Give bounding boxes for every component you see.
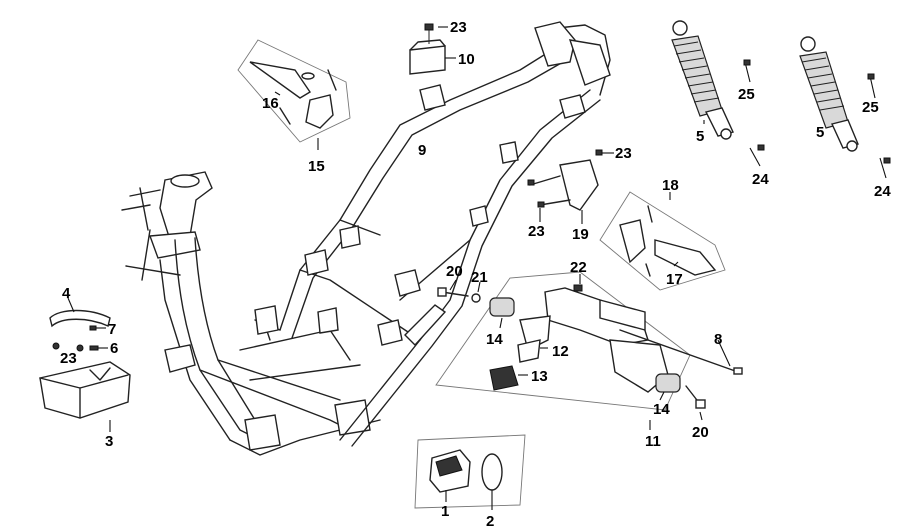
callout-24-left: 24	[752, 171, 769, 188]
bracket-part-19	[527, 149, 614, 224]
callout-10: 10	[458, 51, 475, 68]
callout-16: 16	[262, 95, 279, 112]
callout-23-top: 23	[450, 19, 467, 36]
group-1-2	[414, 434, 526, 510]
callout-7: 7	[108, 321, 116, 338]
shock-absorber-left	[671, 20, 761, 167]
group-11-engine-hanger	[435, 271, 743, 430]
battery-box-part-3	[39, 361, 131, 432]
callout-25-left: 25	[738, 86, 755, 103]
callout-14-right: 14	[653, 401, 670, 418]
bracket-part-10	[409, 23, 456, 75]
callout-8: 8	[714, 331, 722, 348]
strap-part-4	[49, 297, 111, 328]
callout-21: 21	[471, 269, 488, 286]
callout-23-right: 23	[615, 145, 632, 162]
callout-20-top: 20	[446, 263, 463, 280]
shock-bolts	[743, 59, 891, 164]
shock-absorber-right	[799, 36, 887, 179]
callout-labels: 23 10 16 15 9 5 25 24 5 25 24 23 18 23 1…	[60, 19, 891, 530]
callout-14-left: 14	[486, 331, 503, 348]
callout-9: 9	[418, 142, 426, 159]
callout-5-left: 5	[696, 128, 704, 145]
callout-18: 18	[662, 177, 679, 194]
callout-25-right: 25	[862, 99, 879, 116]
callout-15: 15	[308, 158, 325, 175]
callout-20-bottom: 20	[692, 424, 709, 441]
callout-19: 19	[572, 226, 589, 243]
callout-6: 6	[110, 340, 118, 357]
callout-23-mid: 23	[528, 223, 545, 240]
group-18	[599, 191, 726, 291]
callout-24-right: 24	[874, 183, 891, 200]
callout-17: 17	[666, 271, 683, 288]
callout-12: 12	[552, 343, 569, 360]
callout-22: 22	[570, 259, 587, 276]
group-15	[237, 39, 351, 150]
callout-4: 4	[62, 285, 71, 302]
callout-13: 13	[531, 368, 548, 385]
callout-11: 11	[645, 433, 661, 450]
callout-1: 1	[441, 503, 449, 520]
callout-23-left: 23	[60, 350, 77, 367]
callout-3: 3	[105, 433, 113, 450]
small-fasteners	[52, 325, 108, 352]
callout-5-right: 5	[816, 124, 824, 141]
main-frame	[121, 21, 611, 456]
callout-2: 2	[486, 513, 494, 530]
